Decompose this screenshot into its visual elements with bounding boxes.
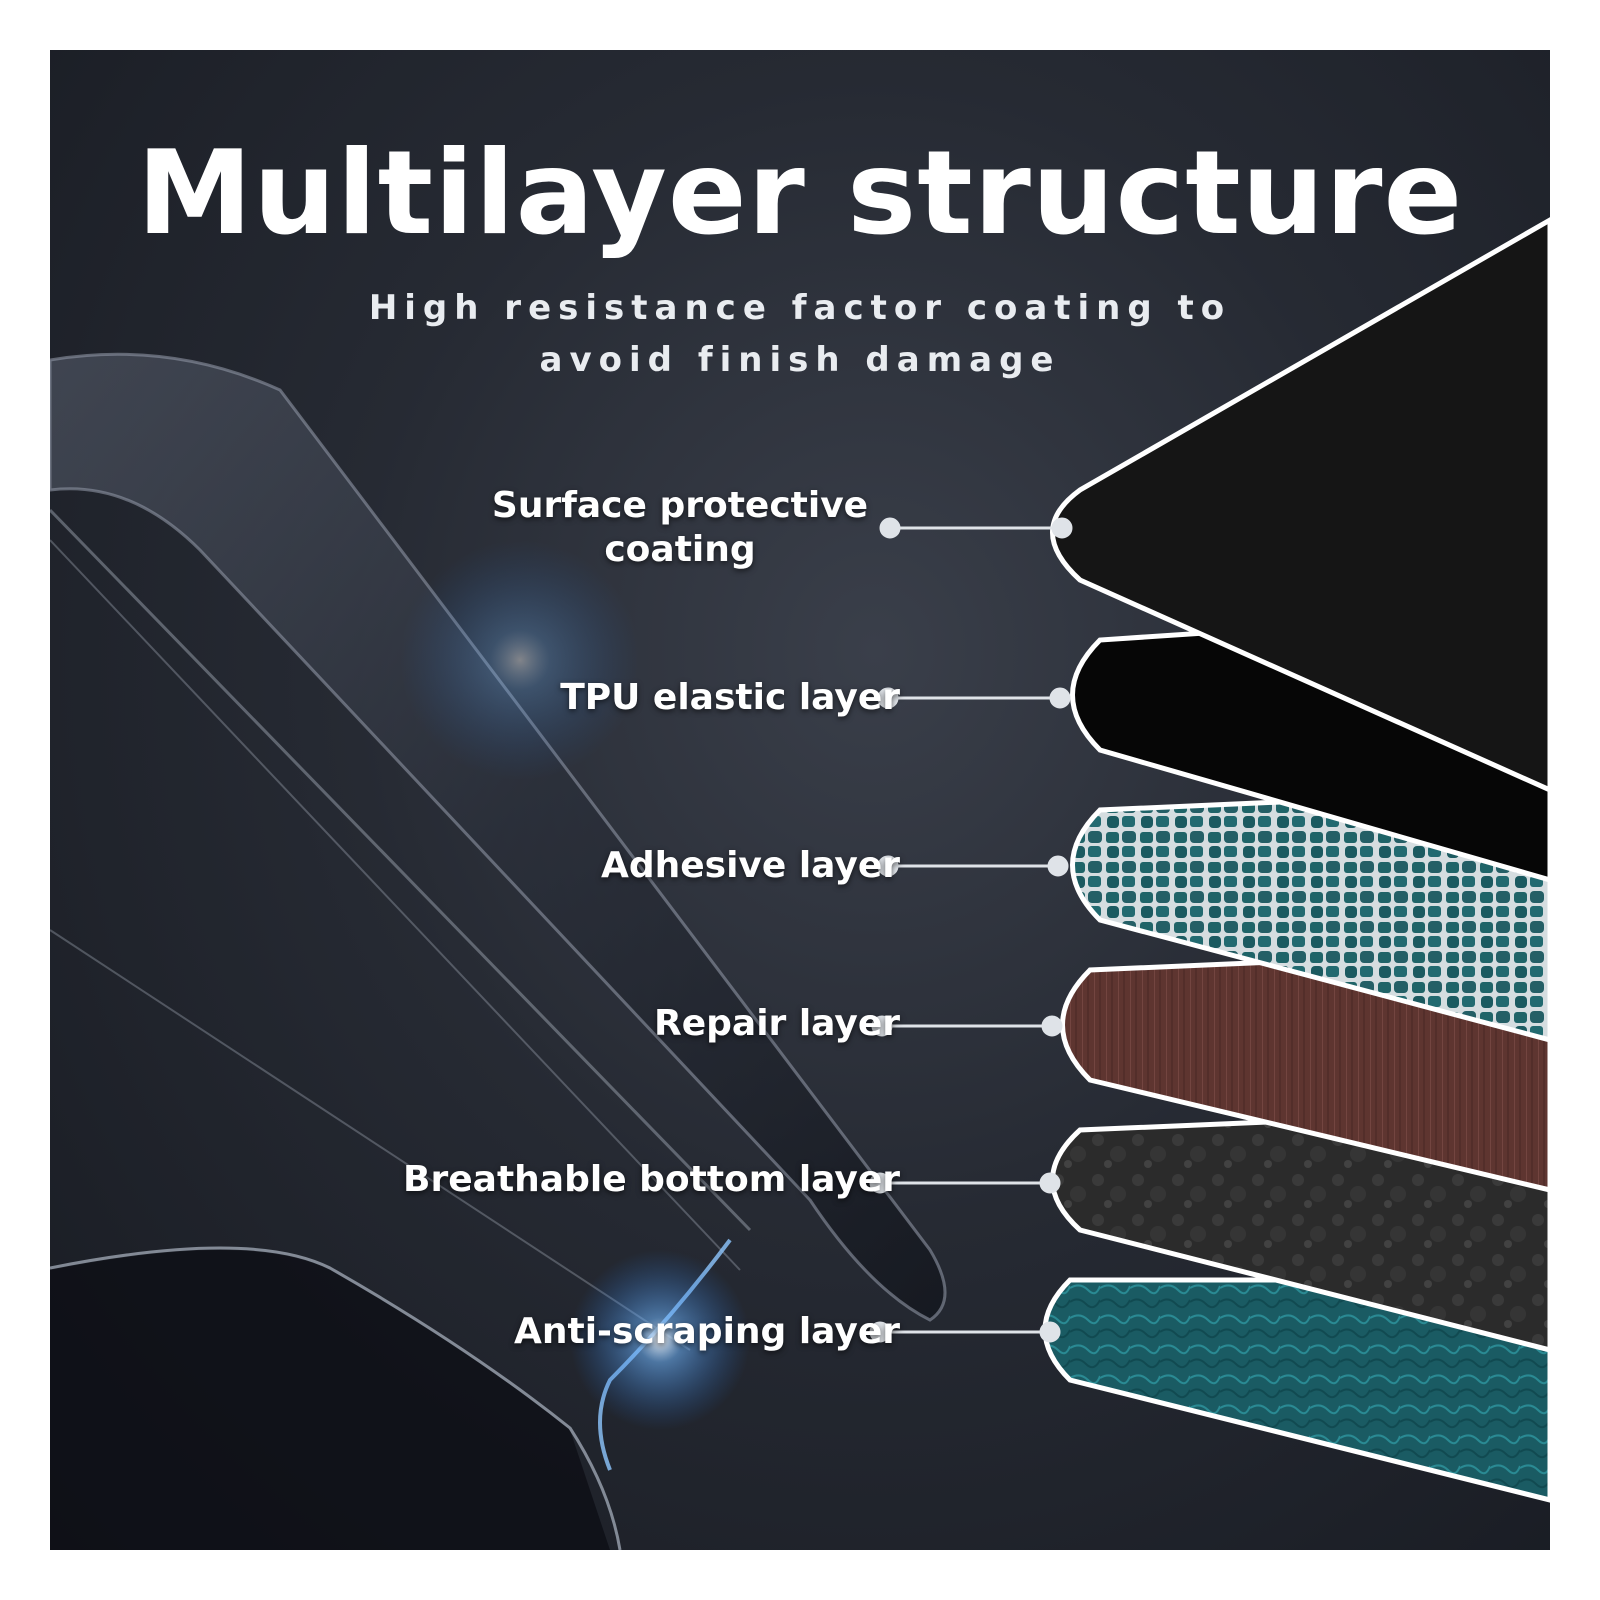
layer-label-adhesive: Adhesive layer [600, 845, 900, 886]
connector-dot [1041, 1015, 1063, 1037]
connector-dot [877, 855, 899, 877]
layer-illustration [50, 217, 1550, 1550]
connector-dot [1039, 1172, 1061, 1194]
connector-dot [1039, 1321, 1061, 1343]
layer-label-breathable-bottom: Breathable bottom layer [403, 1159, 900, 1200]
diagram-panel: Multilayer structure High resistance fac… [50, 50, 1550, 1550]
connector-dot [877, 687, 899, 709]
connector-dot [869, 1321, 891, 1343]
layer-label-repair: Repair layer [654, 1003, 900, 1044]
connector-dot [871, 1015, 893, 1037]
connector-dot [1047, 855, 1069, 877]
layer-label-surface-protective-coating: Surface protective coating [491, 485, 869, 570]
page-title: Multilayer structure [136, 126, 1464, 261]
layer-label-tpu-elastic: TPU elastic layer [560, 677, 900, 718]
connector-dot [1051, 517, 1073, 539]
connector-dot [1049, 687, 1071, 709]
page-subtitle: High resistance factor coating to avoid … [368, 288, 1232, 380]
connector-dot [869, 1172, 891, 1194]
connector-dot [879, 517, 901, 539]
layer-label-anti-scraping: Anti-scraping layer [514, 1311, 900, 1352]
